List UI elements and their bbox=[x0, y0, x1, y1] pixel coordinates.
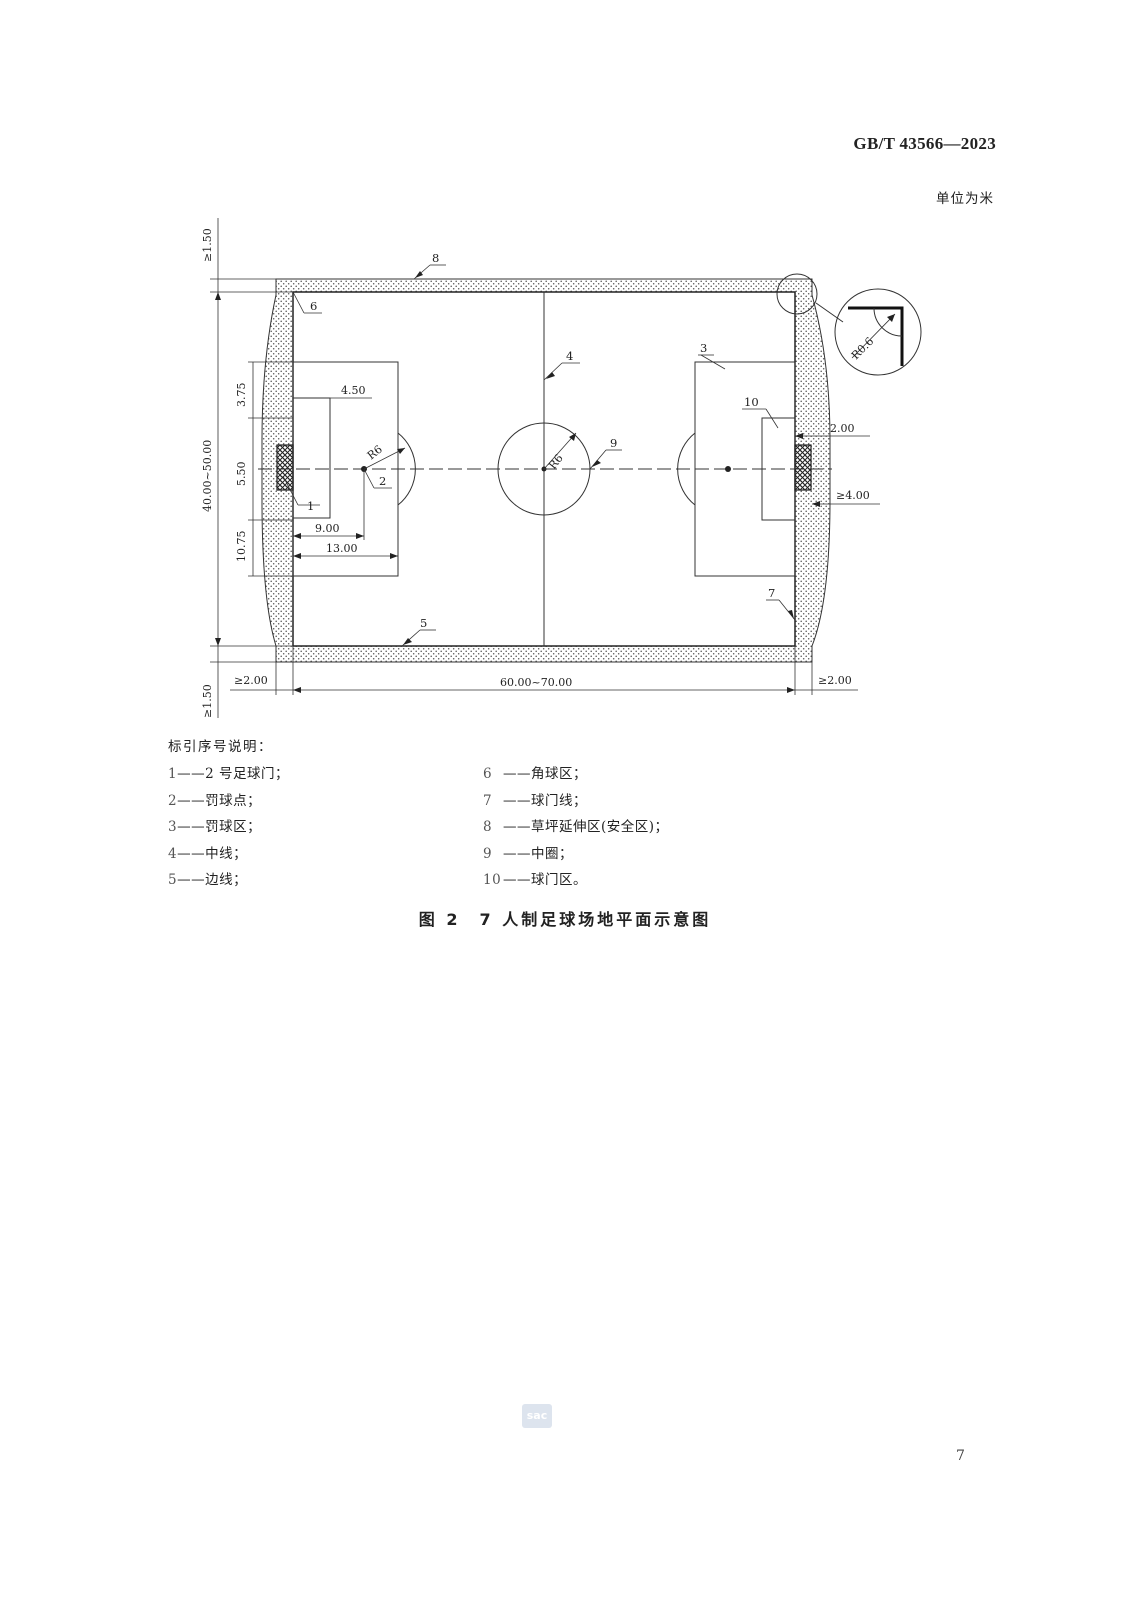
dim-10-75: 10.75 bbox=[235, 531, 248, 563]
sac-watermark: sac bbox=[522, 1404, 552, 1428]
callout-9: 9 bbox=[610, 436, 617, 450]
callout-3: 3 bbox=[700, 341, 707, 355]
right-margin-label: ≥2.00 bbox=[818, 674, 852, 687]
dim-4-50: 4.50 bbox=[341, 384, 366, 397]
legend-item: 4——中线； bbox=[168, 845, 248, 862]
legend-column-right: 6——角球区； 7——球门线； 8——草坪延伸区(安全区)； 9——中圈； 10… bbox=[483, 764, 669, 897]
callout-5: 5 bbox=[420, 616, 427, 630]
legend-item: 3——罚球区； bbox=[168, 819, 262, 835]
callout-2: 2 bbox=[379, 474, 386, 488]
legend-title: 标引序号说明： bbox=[168, 739, 273, 755]
legend-item: 6——角球区； bbox=[483, 766, 587, 782]
corner-detail bbox=[834, 288, 922, 376]
dim-9-00: 9.00 bbox=[315, 522, 340, 535]
dim-2-00: 2.00 bbox=[830, 422, 855, 435]
dim-3-75: 3.75 bbox=[235, 383, 248, 408]
callout-7: 7 bbox=[768, 586, 775, 600]
page-number: 7 bbox=[956, 1448, 965, 1464]
legend-item: 1——2 号足球门； bbox=[168, 766, 289, 782]
legend-column-left: 1——2 号足球门； 2——罚球点； 3——罚球区； 4——中线； 5——边线； bbox=[168, 764, 289, 897]
bottom-margin-label: ≥1.50 bbox=[201, 684, 214, 718]
figure-caption: 图 2 7 人制足球场地平面示意图 bbox=[418, 910, 712, 929]
length-range-label: 60.00~70.00 bbox=[500, 676, 572, 689]
callout-10: 10 bbox=[744, 395, 759, 409]
penalty-arc-left bbox=[397, 432, 416, 506]
top-margin-label: ≥1.50 bbox=[201, 228, 214, 262]
goal-left bbox=[276, 444, 294, 491]
dim-13-00: 13.00 bbox=[326, 542, 358, 555]
callout-4: 4 bbox=[566, 349, 573, 363]
r-corner-label: R0.6 bbox=[849, 335, 876, 362]
unit-note: 单位为米 bbox=[936, 191, 994, 207]
corner-highlight bbox=[776, 273, 818, 315]
callout-6: 6 bbox=[310, 299, 317, 313]
standard-number: GB/T 43566—2023 bbox=[853, 134, 996, 153]
dim-4-00: ≥4.00 bbox=[836, 489, 870, 502]
width-range-label: 40.00~50.00 bbox=[201, 440, 214, 512]
legend-item: 2——罚球点； bbox=[168, 792, 262, 809]
legend-item: 5——边线； bbox=[168, 872, 248, 888]
pitch-diagram: R0.6 ≥1.50 40.00~50.00 ≥1.50 3.75 5.50 1… bbox=[201, 218, 922, 718]
callout-1: 1 bbox=[307, 499, 314, 513]
legend-item: 9——中圈； bbox=[483, 845, 573, 862]
legend-item: 7——球门线； bbox=[483, 792, 587, 809]
penalty-spot-right bbox=[725, 466, 731, 472]
legend-item: 8——草坪延伸区(安全区)； bbox=[483, 819, 669, 835]
goal-right bbox=[794, 444, 812, 491]
penalty-arc-right bbox=[677, 432, 696, 506]
dim-5-50: 5.50 bbox=[235, 462, 248, 487]
callout-8: 8 bbox=[432, 251, 439, 265]
left-margin-label: ≥2.00 bbox=[234, 674, 268, 687]
legend-item: 10——球门区。 bbox=[483, 872, 587, 888]
